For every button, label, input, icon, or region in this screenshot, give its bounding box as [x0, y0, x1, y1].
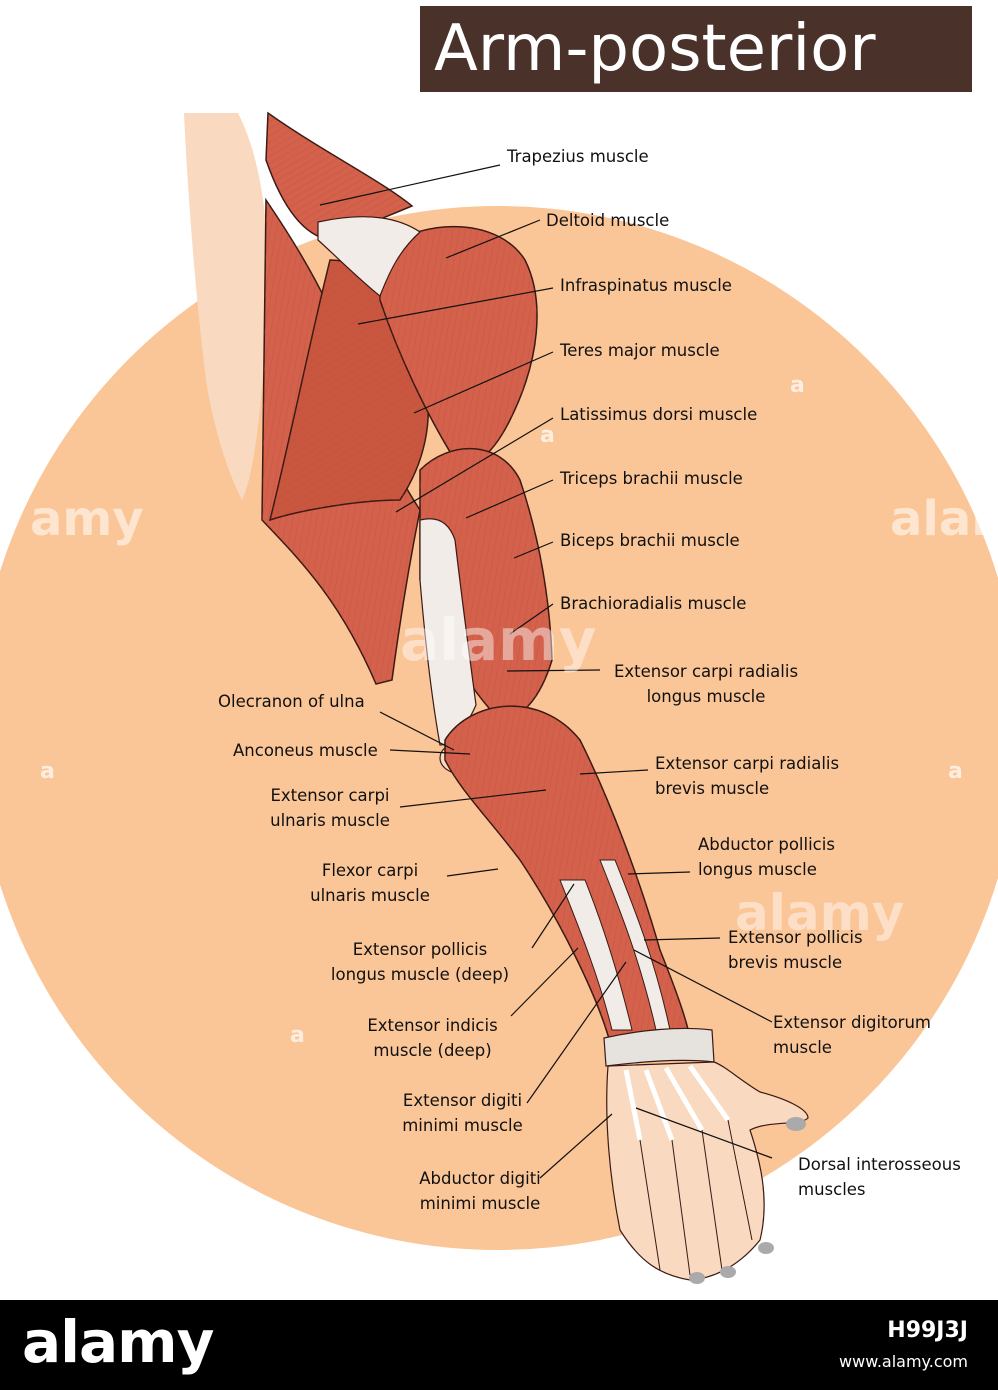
watermark-mark: a	[790, 373, 805, 398]
label-trapezius: Trapezius muscle	[507, 147, 649, 166]
arm-illustration: alamy alamy amy alan a a a a a	[0, 111, 998, 1284]
hand-tendons	[623, 1064, 731, 1141]
label-latissimus: Latissimus dorsi muscle	[560, 405, 758, 424]
label-dorsal-interosseous: Dorsal interosseous muscles	[798, 1155, 961, 1199]
label-extensor-indicis: Extensor indicis muscle (deep)	[367, 1016, 498, 1060]
label-infraspinatus: Infraspinatus muscle	[560, 276, 732, 295]
label-teres-major: Teres major muscle	[560, 341, 720, 360]
stock-url: www.alamy.com	[839, 1352, 968, 1371]
label-abductor-digiti-minimi: Abductor digiti minimi muscle	[419, 1169, 541, 1213]
watermark-left: amy	[30, 491, 144, 547]
watermark-center: alamy	[400, 606, 596, 674]
watermark-right: alan	[890, 491, 998, 547]
label-brachioradialis: Brachioradialis muscle	[560, 594, 747, 613]
label-anconeus: Anconeus muscle	[233, 741, 378, 760]
watermark-mark: a	[40, 759, 55, 784]
leader-lines	[319, 164, 773, 1179]
label-olecranon: Olecranon of ulna	[218, 692, 365, 711]
wrist-band	[603, 1027, 715, 1067]
label-extensor-pollicis-brevis: Extensor pollicis brevis muscle	[728, 928, 863, 972]
label-triceps: Triceps brachii muscle	[560, 469, 743, 488]
image-id: H99J3J	[887, 1318, 968, 1343]
label-extensor-digiti-minimi: Extensor digiti minimi muscle	[402, 1091, 523, 1135]
label-deltoid: Deltoid muscle	[546, 211, 670, 230]
label-biceps: Biceps brachii muscle	[560, 531, 740, 550]
stock-footer: alamy H99J3J www.alamy.com	[0, 1300, 998, 1390]
shoulder-tendon	[317, 216, 421, 297]
page-title: Arm-posterior	[420, 6, 972, 92]
watermark-mark: a	[290, 1023, 305, 1048]
label-abductor-pollicis-longus: Abductor pollicis longus muscle	[698, 835, 835, 879]
label-extensor-pollicis-longus: Extensor pollicis longus muscle (deep)	[330, 940, 510, 984]
label-extensor-digitorum: Extensor digitorum muscle	[773, 1013, 931, 1057]
label-extensor-carpi-ulnaris: Extensor carpi ulnaris muscle	[270, 786, 390, 830]
torso-skin	[184, 113, 269, 500]
label-flexor-carpi-ulnaris: Flexor carpi ulnaris muscle	[310, 861, 430, 905]
forearm-tendons	[559, 879, 633, 1031]
label-ecr-brevis: Extensor carpi radialis brevis muscle	[655, 754, 840, 798]
watermark-mark: a	[540, 423, 555, 448]
watermark-mark: a	[948, 759, 963, 784]
label-ecr-longus: Extensor carpi radialis longus muscle	[613, 662, 799, 706]
diagram-canvas: alamy alamy amy alan a a a a a Arm-poste…	[0, 0, 998, 1300]
watermark-lower: alamy	[735, 884, 904, 942]
triceps-tendon	[419, 518, 477, 746]
stock-logo: alamy	[22, 1308, 214, 1376]
